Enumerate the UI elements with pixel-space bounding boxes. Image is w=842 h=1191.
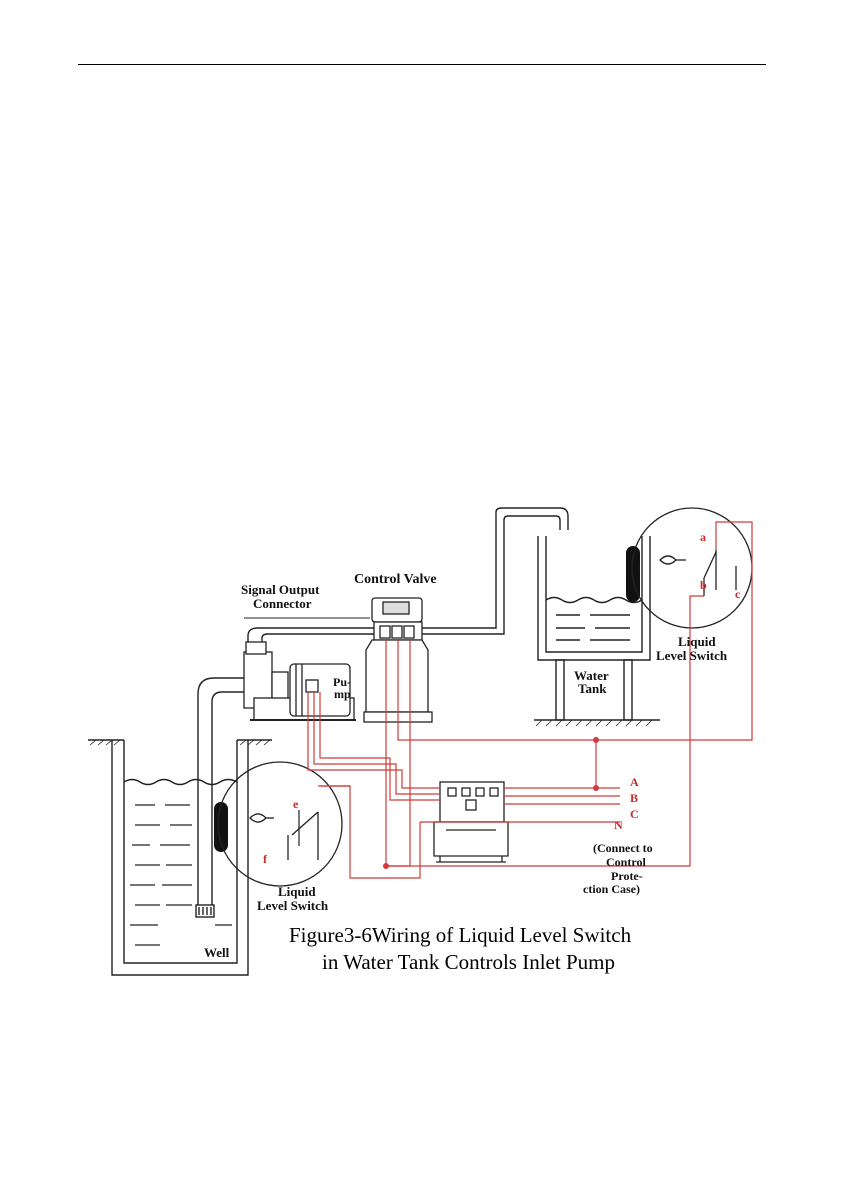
note-line-2: Control [606, 855, 646, 869]
phase-b: B [630, 791, 638, 805]
phase-a: A [630, 775, 639, 789]
phase-n: N [614, 818, 623, 832]
figure-caption-2: in Water Tank Controls Inlet Pump [322, 950, 615, 974]
terminal-f: f [263, 852, 268, 866]
terminal-c: c [735, 587, 741, 601]
signal-output-label-2: Connector [253, 596, 312, 611]
pump-label-2: mp [334, 687, 351, 701]
tank-switch-label-2: Level Switch [656, 648, 728, 663]
well-switch-label-1: Liquid [278, 884, 316, 899]
note-line-1: (Connect to [593, 841, 653, 855]
note-line-3: Prote- [611, 869, 643, 883]
well [88, 740, 272, 975]
terminal-a: a [700, 530, 706, 544]
terminal-b: b [700, 578, 707, 592]
phase-c: C [630, 807, 639, 821]
well-switch-label-2: Level Switch [257, 898, 329, 913]
tank-switch-label-1: Liquid [678, 634, 716, 649]
control-valve-label: Control Valve [354, 572, 437, 587]
terminal-e: e [293, 797, 299, 811]
note-line-4: ction Case) [583, 882, 640, 896]
tank-ground-hatch [536, 720, 652, 726]
well-label: Well [204, 945, 230, 960]
signal-output-label-1: Signal Output [241, 582, 320, 597]
water-tank-label-2: Tank [578, 681, 607, 696]
figure-caption-1: Figure3-6Wiring of Liquid Level Switch [289, 923, 632, 947]
